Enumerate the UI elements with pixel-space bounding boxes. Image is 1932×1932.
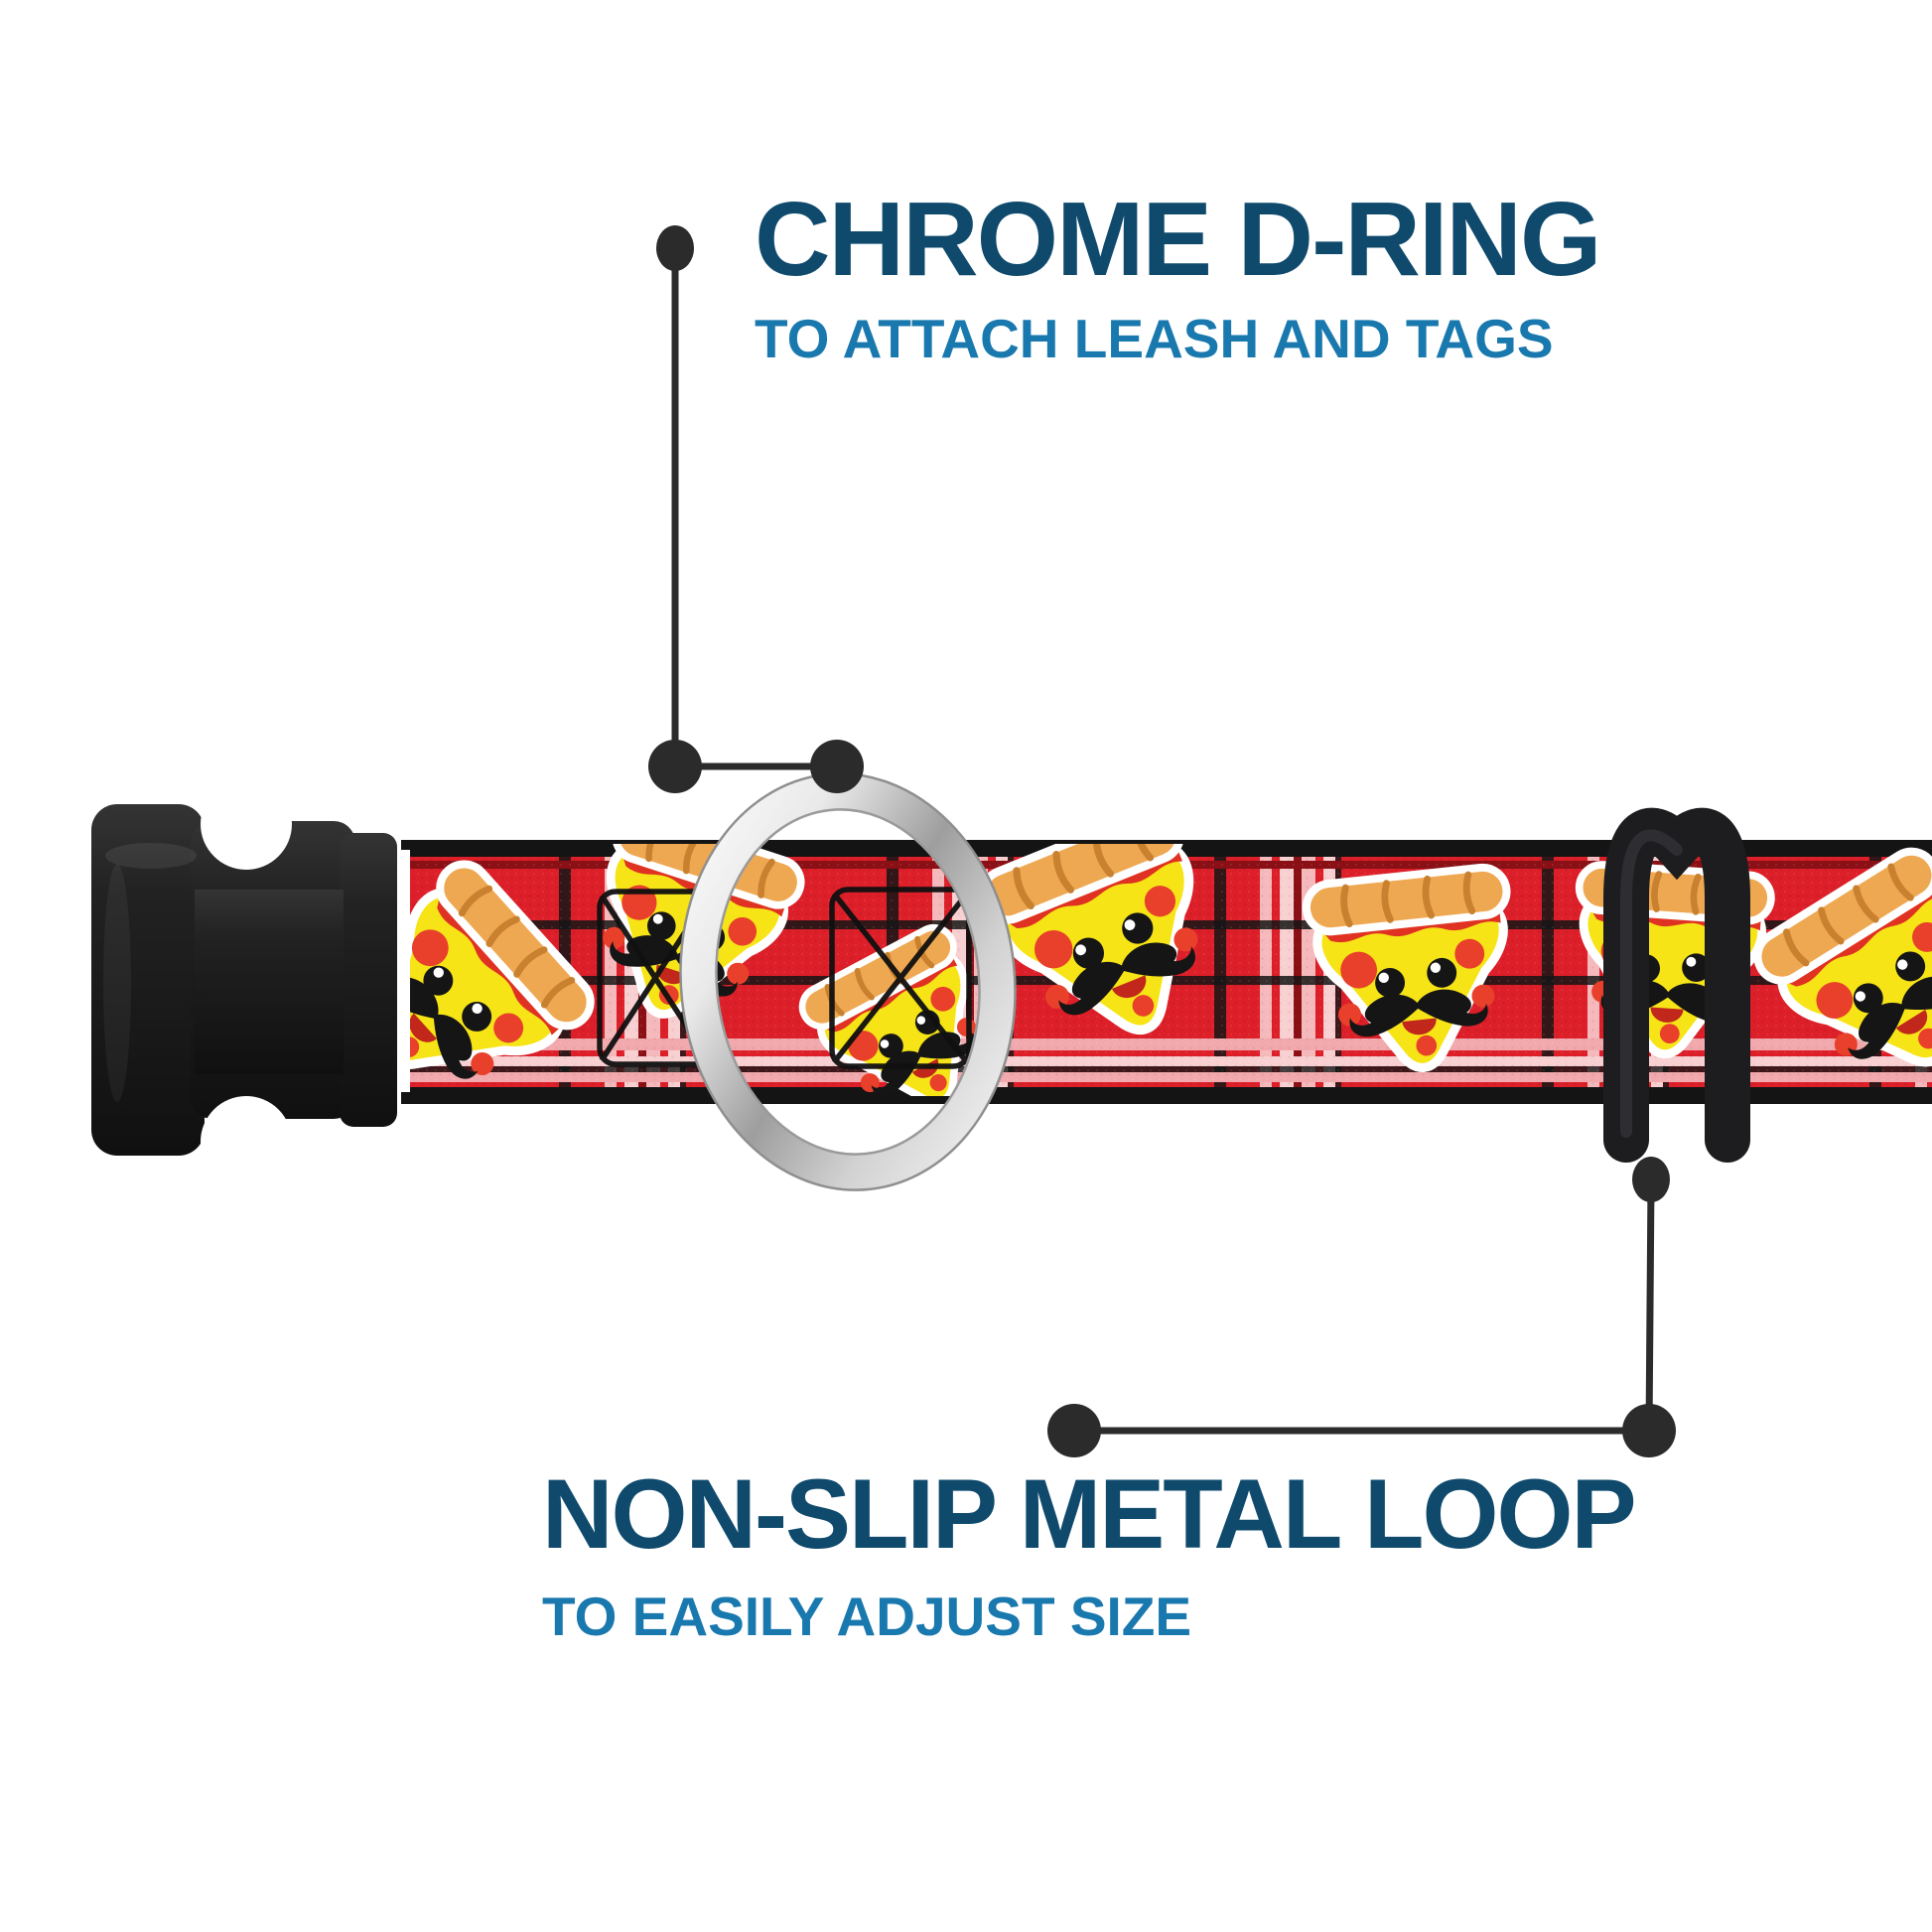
- buckle-icon: [91, 778, 397, 1187]
- stitch-box: [829, 887, 972, 1069]
- callout-chrome-d-ring: CHROME D-RING TO ATTACH LEASH AND TAGS: [755, 181, 1601, 369]
- callout-metal-loop: NON-SLIP METAL LOOP TO EASILY ADJUST SIZ…: [542, 1458, 1637, 1647]
- callout-subtitle: TO ATTACH LEASH AND TAGS: [755, 308, 1554, 369]
- leader-lines: [648, 225, 1676, 1457]
- collar-band: [397, 840, 1932, 1104]
- webbing-bottom-edge: [401, 1087, 1932, 1104]
- leader-dring: [648, 225, 864, 793]
- callout-title: NON-SLIP METAL LOOP: [542, 1458, 1637, 1569]
- slide-loop-icon: [1603, 807, 1750, 1163]
- leader-loop: [1047, 1157, 1676, 1457]
- callout-title: CHROME D-RING: [755, 181, 1601, 298]
- callout-subtitle: TO EASILY ADJUST SIZE: [542, 1586, 1192, 1647]
- webbing-fold-highlight: [397, 850, 410, 1092]
- chrome-d-ring-icon: [679, 772, 1017, 1191]
